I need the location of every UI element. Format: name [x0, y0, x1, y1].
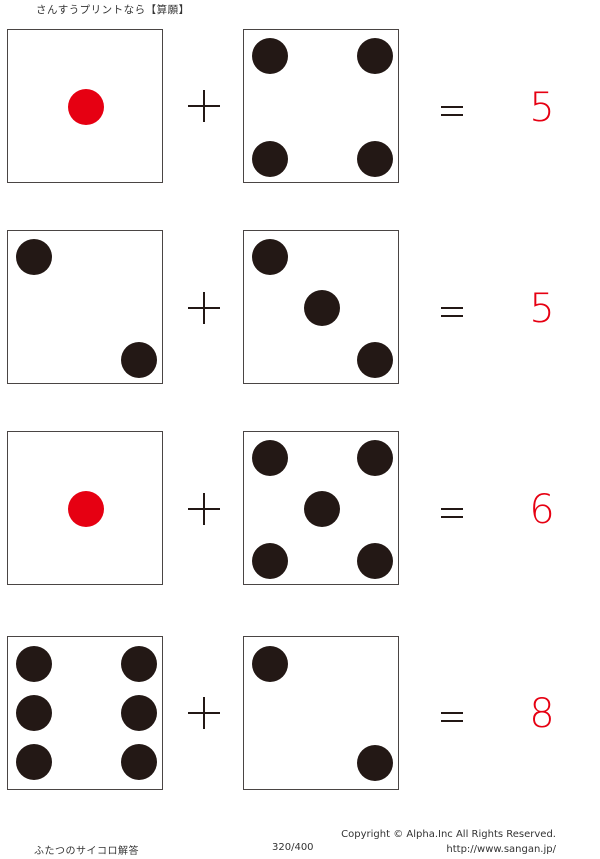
pip-icon [16, 239, 52, 275]
pip-icon [252, 440, 288, 476]
equals-icon [441, 307, 463, 317]
pip-icon [252, 543, 288, 579]
pip-icon [121, 695, 157, 731]
die-left-3 [7, 431, 163, 585]
die-left-4 [7, 636, 163, 790]
die-right-3 [243, 431, 399, 585]
pip-icon [252, 646, 288, 682]
pip-icon [121, 744, 157, 780]
pip-icon [357, 440, 393, 476]
equals-icon [441, 106, 463, 116]
die-left-1 [7, 29, 163, 183]
plus-icon [188, 493, 220, 525]
answer-1: 5 [529, 85, 555, 131]
pip-icon [121, 342, 157, 378]
pip-icon [252, 141, 288, 177]
pip-icon [357, 141, 393, 177]
pip-icon [68, 89, 104, 125]
pip-icon [252, 239, 288, 275]
answer-2: 5 [529, 286, 555, 332]
page-header: さんすうプリントなら【算願】 [36, 4, 190, 16]
die-right-2 [243, 230, 399, 384]
equals-icon [441, 508, 463, 518]
die-right-4 [243, 636, 399, 790]
pip-icon [304, 290, 340, 326]
pip-icon [252, 38, 288, 74]
site-link[interactable]: http://www.sangan.jp/ [446, 844, 556, 855]
pip-icon [357, 342, 393, 378]
equals-icon [441, 712, 463, 722]
die-left-2 [7, 230, 163, 384]
pip-icon [121, 646, 157, 682]
die-right-1 [243, 29, 399, 183]
plus-icon [188, 292, 220, 324]
pip-icon [304, 491, 340, 527]
answer-4: 8 [529, 691, 555, 737]
pip-icon [16, 646, 52, 682]
pip-icon [357, 745, 393, 781]
pip-icon [68, 491, 104, 527]
plus-icon [188, 697, 220, 729]
pip-icon [16, 744, 52, 780]
pip-icon [357, 543, 393, 579]
answer-3: 6 [529, 487, 555, 533]
footer-title: ふたつのサイコロ解答 [34, 846, 139, 857]
copyright: Copyright © Alpha.Inc All Rights Reserve… [341, 829, 556, 840]
plus-icon [188, 90, 220, 122]
pip-icon [357, 38, 393, 74]
pip-icon [16, 695, 52, 731]
page-number: 320/400 [272, 842, 314, 853]
